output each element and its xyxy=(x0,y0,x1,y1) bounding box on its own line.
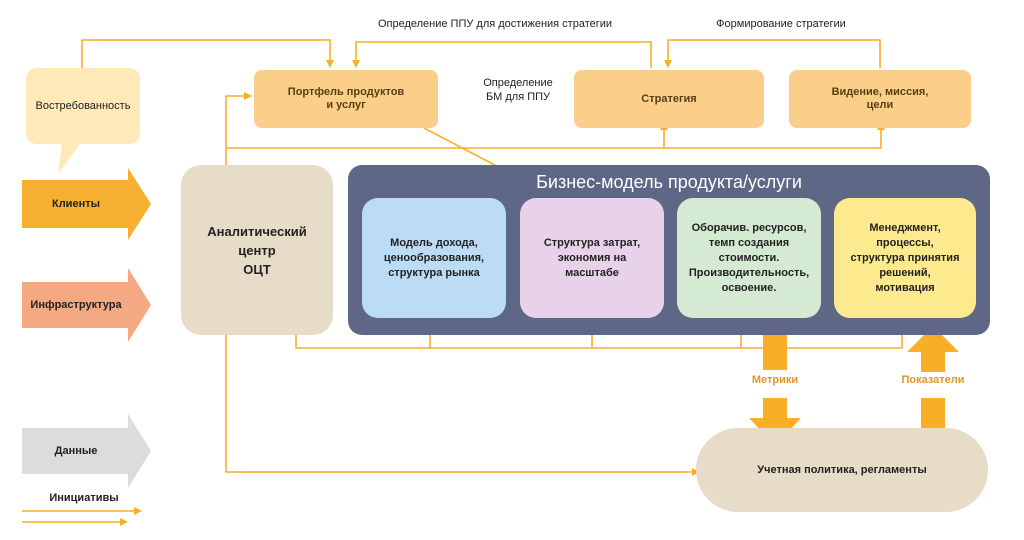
ppu-definition-label: Определение ППУ для достижения стратегии xyxy=(377,18,613,30)
card-line: Оборачив. ресурсов, xyxy=(691,221,807,234)
card-line: Модель дохода, xyxy=(390,236,478,249)
card-management: Менеджмент, процессы, структура принятия… xyxy=(834,198,976,318)
card-line: процессы, xyxy=(876,236,934,249)
card-line: структура принятия xyxy=(850,251,960,264)
bm-definition-line2: БМ для ППУ xyxy=(485,91,551,103)
metrics-label: Метрики xyxy=(751,374,799,386)
business-model-title: Бизнес-модель продукта/услуги xyxy=(536,172,802,192)
card-line: ценообразования, xyxy=(383,251,485,264)
strategy-to-portfolio-line xyxy=(352,41,652,68)
strategy-box: Стратегия xyxy=(574,70,764,128)
card-line: темп создания xyxy=(708,236,790,249)
demand-to-portfolio-line xyxy=(81,39,334,68)
card-line: Менеджмент, xyxy=(869,221,941,234)
vision-box: Видение, миссия, цели xyxy=(789,70,971,128)
center-to-accounting-line xyxy=(225,312,700,476)
accounting-policy-label: Учетная политика, регламенты xyxy=(757,464,927,476)
card-line: мотивация xyxy=(875,281,935,294)
demand-bubble xyxy=(26,68,140,174)
card-line: структура рынка xyxy=(388,266,480,279)
card-cost-structure: Структура затрат, экономия на масштабе xyxy=(520,198,664,318)
card-line: Производительность, xyxy=(688,266,810,279)
portfolio-line2: и услуг xyxy=(326,99,366,111)
portfolio-box: Портфель продуктов и услуг xyxy=(254,70,438,128)
strategy-label: Стратегия xyxy=(641,92,697,105)
card-resource-turnover: Оборачив. ресурсов, темп создания стоимо… xyxy=(677,198,821,318)
card-line: масштабе xyxy=(565,266,619,279)
center-to-vision-line xyxy=(226,122,885,149)
analytic-center-line1: Аналитический xyxy=(207,223,307,239)
clients-label: Клиенты xyxy=(51,198,100,210)
portfolio-line1: Портфель продуктов xyxy=(287,86,405,98)
infrastructure-label: Инфраструктура xyxy=(30,299,122,311)
card-line: стоимости. xyxy=(718,251,780,264)
analytic-center-line3: ОЦТ xyxy=(243,261,271,277)
center-to-portfolio-line xyxy=(225,92,252,185)
metrics-arrow-head xyxy=(749,398,801,446)
card-line: решений, xyxy=(879,266,931,279)
bm-definition-line1: Определение xyxy=(483,77,553,89)
vision-line1: Видение, миссия, xyxy=(831,86,929,98)
analytic-center-line2: центр xyxy=(238,242,276,258)
card-line: экономия на xyxy=(557,251,627,264)
vision-line2: цели xyxy=(866,99,894,111)
card-line: Структура затрат, xyxy=(543,236,641,249)
initiatives-label: Инициативы xyxy=(49,492,119,504)
card-line: освоение. xyxy=(721,281,777,294)
indicators-label: Показатели xyxy=(901,374,965,386)
strategy-forming-label: Формирование стратегии xyxy=(716,18,846,30)
infrastructure-arrow xyxy=(22,268,151,342)
data-label: Данные xyxy=(54,445,98,457)
card-revenue-model: Модель дохода, ценообразования, структур… xyxy=(362,198,506,318)
demand-label: Востребованность xyxy=(35,100,131,112)
analytic-center-box: Аналитический центр ОЦТ xyxy=(181,165,333,335)
metrics-arrow-top xyxy=(763,328,787,370)
bm-definition-label: Определение БМ для ППУ xyxy=(468,76,568,104)
clients-arrow xyxy=(22,168,151,240)
vision-to-strategy-line xyxy=(664,39,881,68)
accounting-policy-box: Учетная политика, регламенты xyxy=(696,428,988,512)
indicators-arrow-head xyxy=(907,326,959,372)
data-arrow xyxy=(22,414,151,488)
